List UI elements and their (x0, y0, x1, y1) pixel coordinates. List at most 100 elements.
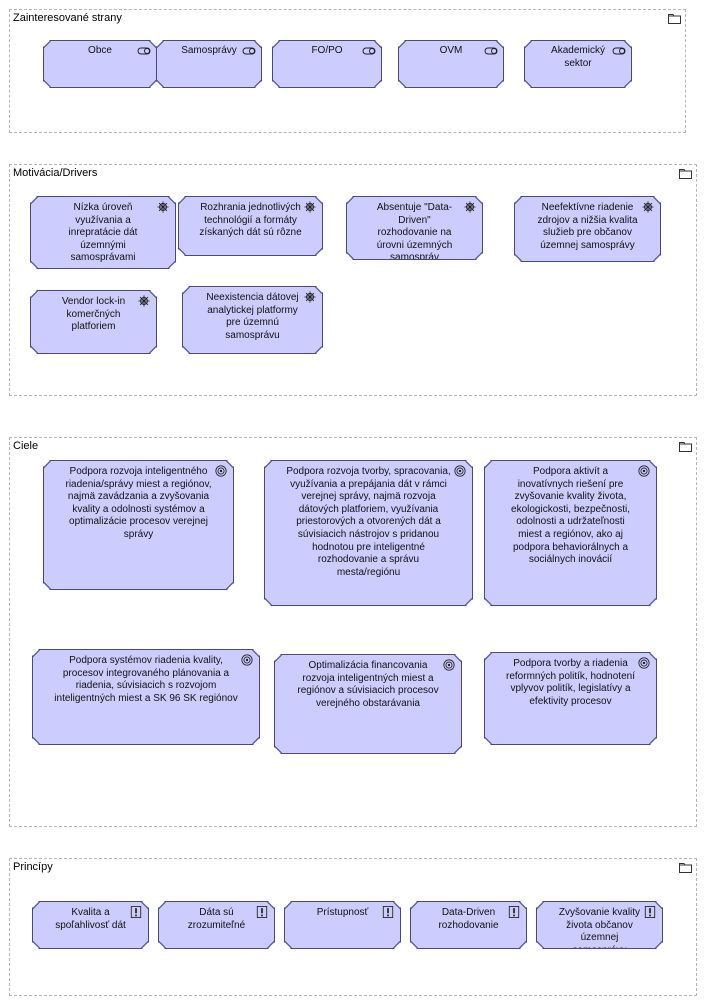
element-label: Podpora rozvoja tvorby, spracovania, vyu… (286, 466, 451, 578)
corner-stroke (252, 737, 260, 745)
stakeholder-icon (612, 45, 626, 57)
element-label: Prístupnosť (316, 907, 369, 918)
corner-stroke (32, 650, 40, 658)
corner-stroke (158, 941, 166, 949)
corner-stroke (43, 461, 51, 469)
driver-nizka-uroven[interactable]: Nízka úroveň využívania a inrepratácie d… (30, 196, 176, 269)
corner-stroke (141, 941, 149, 949)
group-principy[interactable]: Princípy Kvalita a spoľahlivosť dát Dáta… (9, 858, 697, 996)
goal-tvorba-dat[interactable]: Podpora rozvoja tvorby, spracovania, vyu… (264, 460, 473, 606)
corner-stroke (182, 287, 190, 295)
corner-stroke (43, 80, 51, 88)
element-label: Neefektívne riadenie zdrojov a nižšia kv… (537, 202, 638, 251)
corner-stroke (398, 41, 406, 49)
stakeholder-fo-po[interactable]: FO/PO (272, 40, 382, 88)
corner-stroke (393, 941, 401, 949)
driver-icon (641, 201, 655, 213)
principle-icon (255, 906, 269, 918)
principle-icon (643, 906, 657, 918)
element-label: Absentuje "Data-Driven" rozhodovanie na … (376, 202, 453, 260)
corner-stroke (274, 655, 282, 663)
element-label: Podpora tvorby a riadenia reformných pol… (506, 658, 635, 707)
group-ciele[interactable]: Ciele Podpora rozvoja inteligentného ria… (9, 437, 697, 827)
folder-icon (668, 14, 681, 24)
principle-data-driven[interactable]: Data-Driven rozhodovanie (410, 901, 527, 949)
corner-stroke (484, 737, 492, 745)
stakeholder-icon (484, 45, 498, 57)
corner-stroke (475, 252, 483, 260)
driver-icon (156, 201, 170, 213)
element-label: Kvalita a spoľahlivosť dát (55, 907, 126, 931)
corner-stroke (178, 248, 186, 256)
corner-stroke (524, 80, 532, 88)
corner-stroke (398, 80, 406, 88)
corner-stroke (32, 902, 40, 910)
group-title: Motivácia/Drivers (13, 167, 98, 179)
group-title: Zainteresované strany (13, 12, 122, 24)
driver-neexistencia-platformy[interactable]: Neexistencia dátovej analytickej platfor… (182, 286, 323, 354)
goal-icon (214, 465, 228, 477)
element-label: Akademický sektor (551, 45, 605, 69)
stakeholder-samospravy[interactable]: Samosprávy (156, 40, 262, 88)
principle-kvalita-dat[interactable]: Kvalita a spoľahlivosť dát (32, 901, 149, 949)
goal-icon (637, 657, 651, 669)
principle-pristupnost[interactable]: Prístupnosť (284, 901, 401, 949)
goal-inteligentne-riadenie[interactable]: Podpora rozvoja inteligentného riadenia/… (43, 460, 234, 590)
stakeholder-obce[interactable]: Obce (43, 40, 157, 88)
element-label: Samosprávy (181, 45, 237, 56)
goal-reformne-politiky[interactable]: Podpora tvorby a riadenia reformných pol… (484, 652, 657, 745)
corner-stroke (524, 41, 532, 49)
corner-stroke (410, 941, 418, 949)
corner-stroke (315, 346, 323, 354)
driver-icon (463, 201, 477, 213)
group-zainteresovane-strany[interactable]: Zainteresované strany Obce Samosprávy FO… (9, 9, 686, 133)
principle-kvalita-zivota[interactable]: Zvyšovanie kvality života občanov územne… (536, 901, 663, 949)
element-label: Zvyšovanie kvality života občanov územne… (558, 907, 641, 944)
corner-stroke (536, 941, 544, 949)
driver-vendor-lock-in[interactable]: Vendor lock-in komerčných platforiem (30, 290, 157, 354)
group-title: Ciele (13, 440, 39, 452)
corner-stroke (264, 598, 272, 606)
corner-stroke (30, 346, 38, 354)
corner-stroke (254, 80, 262, 88)
corner-stroke (30, 197, 38, 205)
corner-stroke (267, 941, 275, 949)
driver-absentuje-data-driven[interactable]: Absentuje "Data-Driven" rozhodovanie na … (346, 196, 483, 260)
group-motivacia-drivers[interactable]: Motivácia/Drivers Nízka úroveň využívani… (9, 164, 697, 396)
goal-icon (453, 465, 467, 477)
corner-stroke (536, 902, 544, 910)
corner-stroke (655, 941, 663, 949)
element-label: Rozhrania jednotlivých technológií a for… (199, 202, 302, 239)
element-label: Podpora aktivít a inovatívnych riešení p… (511, 466, 630, 566)
goal-inovativne-riesenia[interactable]: Podpora aktivít a inovatívnych riešení p… (484, 460, 657, 606)
driver-neefektivne-riadenie[interactable]: Neefektívne riadenie zdrojov a nižšia kv… (514, 196, 661, 262)
corner-stroke (156, 41, 164, 49)
corner-stroke (653, 254, 661, 262)
folder-icon (679, 169, 692, 179)
corner-stroke (168, 261, 176, 269)
corner-stroke (496, 80, 504, 88)
folder-icon (679, 863, 692, 873)
driver-icon (303, 201, 317, 213)
corner-stroke (178, 197, 186, 205)
corner-stroke (484, 461, 492, 469)
corner-stroke (649, 598, 657, 606)
corner-stroke (346, 252, 354, 260)
stakeholder-akademicky-sektor[interactable]: Akademický sektor (524, 40, 632, 88)
element-label: Neexistencia dátovej analytickej platfor… (206, 292, 299, 341)
principle-icon (381, 906, 395, 918)
corner-stroke (30, 261, 38, 269)
corner-stroke (158, 902, 166, 910)
driver-icon (137, 295, 151, 307)
stakeholder-icon (137, 45, 151, 57)
corner-stroke (32, 941, 40, 949)
stakeholder-ovm[interactable]: OVM (398, 40, 504, 88)
driver-rozhrania[interactable]: Rozhrania jednotlivých technológií a for… (178, 196, 323, 256)
corner-stroke (264, 461, 272, 469)
corner-stroke (514, 197, 522, 205)
group-title: Princípy (13, 861, 53, 873)
goal-optimalizacia-financovania[interactable]: Optimalizácia financovania rozvoja intel… (274, 654, 462, 754)
goal-icon (442, 659, 456, 671)
principle-data-zrozumitelne[interactable]: Dáta sú zrozumiteľné (158, 901, 275, 949)
goal-riadenie-kvality[interactable]: Podpora systémov riadenia kvality, proce… (32, 649, 260, 745)
